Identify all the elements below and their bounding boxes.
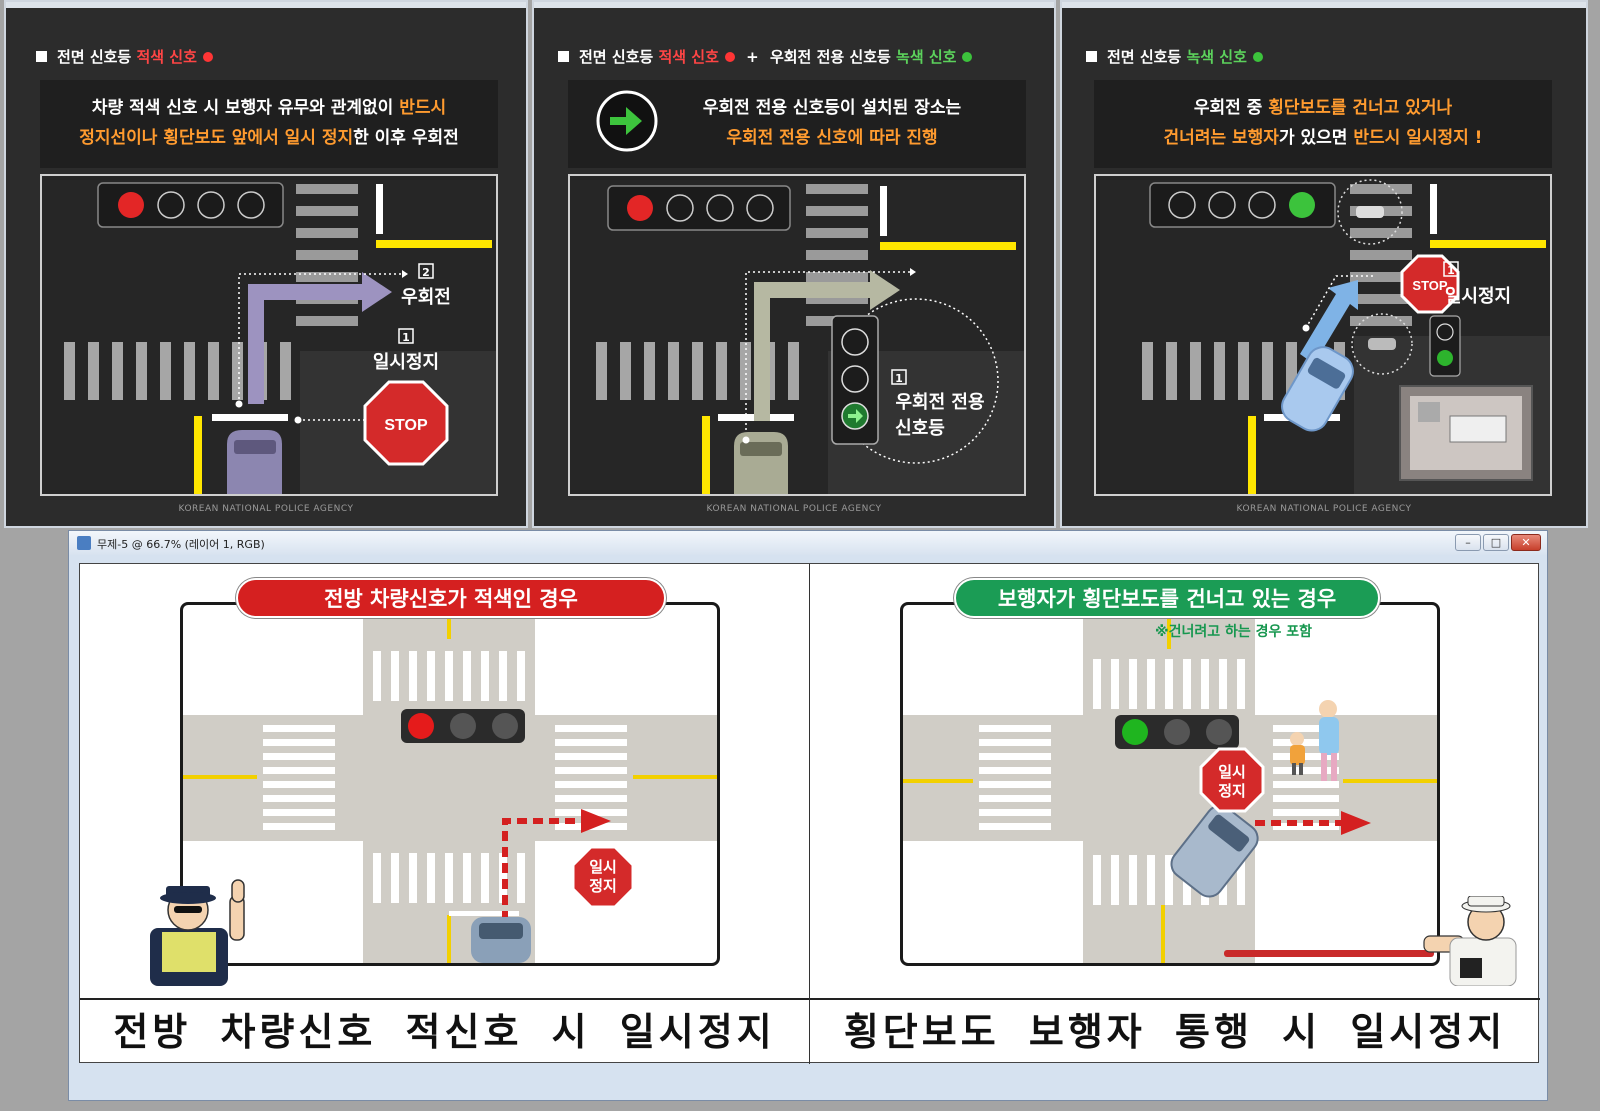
red-dot-icon bbox=[202, 52, 213, 62]
svg-text:일시: 일시 bbox=[589, 858, 617, 876]
intersection-frame: 일시 정지 bbox=[900, 602, 1440, 966]
window-caption: 무제-5 @ 66.7% (레이어 1, RGB) bbox=[97, 538, 265, 551]
panel-header: 전면 신호등 적색 신호 bbox=[36, 46, 213, 67]
diagram-svg: STOP 2 우회전 1 일시정지 bbox=[64, 182, 496, 494]
svg-text:일시: 일시 bbox=[1218, 763, 1246, 781]
agency-label: KOREAN NATIONAL POLICE AGENCY bbox=[178, 504, 354, 514]
green-dot-icon bbox=[1252, 52, 1263, 62]
minimize-button[interactable]: – bbox=[1455, 534, 1481, 551]
document-canvas[interactable]: 일시 정지 전방 차량신호가 적색인 경우 전방 차량신호 적신호 시 일 bbox=[79, 563, 1540, 1064]
diagram: 1 우회전 전용 신호등 bbox=[568, 174, 1026, 496]
diagram-svg: STOP 1 일시정지 bbox=[1142, 179, 1550, 494]
svg-text:2: 2 bbox=[422, 266, 430, 279]
agency-label: KOREAN NATIONAL POLICE AGENCY bbox=[706, 504, 882, 514]
caption-right: 횡단보도 보행자 통행 시 일시정지 bbox=[810, 998, 1540, 1064]
intersection-svg: 일시 정지 bbox=[903, 605, 1437, 963]
bullet-square-icon bbox=[36, 51, 47, 62]
svg-text:일시정지: 일시정지 bbox=[373, 352, 439, 373]
svg-text:우회전: 우회전 bbox=[401, 287, 451, 308]
window-chrome bbox=[6, 2, 526, 8]
police-officer-illustration bbox=[1224, 896, 1517, 986]
diagram-svg: 1 우회전 전용 신호등 bbox=[596, 184, 1024, 494]
image-editor-window: 무제-5 @ 66.7% (레이어 1, RGB) – □ ✕ bbox=[68, 530, 1548, 1101]
svg-text:우회전 전용: 우회전 전용 bbox=[895, 392, 984, 413]
svg-text:신호등: 신호등 bbox=[895, 418, 945, 439]
panel-header: 전면 신호등 녹색 신호 bbox=[1086, 46, 1263, 67]
panel-header: 전면 신호등 적색 신호 + 우회전 전용 신호등 녹색 신호 bbox=[558, 46, 973, 67]
svg-text:일시정지: 일시정지 bbox=[1445, 286, 1511, 307]
close-button[interactable]: ✕ bbox=[1511, 534, 1541, 551]
panel-green-signal: 전면 신호등 녹색 신호 우회전 중 횡단보도를 건너고 있거나 건너려는 보행… bbox=[1060, 0, 1588, 528]
banner-note: ※건너려고 하는 경우 포함 bbox=[1155, 624, 1313, 640]
svg-text:정지: 정지 bbox=[1218, 782, 1246, 800]
panel-right-turn-signal: 전면 신호등 적색 신호 + 우회전 전용 신호등 녹색 신호 우회전 전용 신… bbox=[532, 0, 1056, 528]
green-dot-icon bbox=[962, 52, 973, 62]
description-box: 우회전 중 횡단보도를 건너고 있거나 건너려는 보행자가 있으면 반드시 일시… bbox=[1094, 80, 1552, 168]
svg-text:STOP: STOP bbox=[1412, 278, 1447, 293]
left-illustration: 일시 정지 전방 차량신호가 적색인 경우 전방 차량신호 적신호 시 일 bbox=[80, 564, 810, 1064]
window-controls: – □ ✕ bbox=[1455, 534, 1541, 551]
intersection-frame: 일시 정지 bbox=[180, 602, 720, 966]
scenario-banner: 전방 차량신호가 적색인 경우 bbox=[236, 578, 666, 618]
window-chrome bbox=[1062, 2, 1586, 8]
diagram: STOP 2 우회전 1 일시정지 bbox=[40, 174, 498, 496]
right-arrow-signal-icon bbox=[596, 90, 658, 152]
svg-text:1: 1 bbox=[895, 372, 903, 385]
svg-text:1: 1 bbox=[402, 331, 410, 344]
police-officer-illustration bbox=[150, 879, 245, 986]
diagram: STOP 1 일시정지 bbox=[1094, 174, 1552, 496]
app-icon bbox=[77, 536, 91, 550]
right-illustration: 일시 정지 보행자가 횡단보도를 건너고 있는 경우 ※건너려고 하는 경우 포… bbox=[810, 564, 1540, 1064]
window-chrome bbox=[534, 2, 1054, 8]
caption-left: 전방 차량신호 적신호 시 일시정지 bbox=[80, 998, 809, 1064]
intersection-svg: 일시 정지 bbox=[183, 605, 717, 963]
bullet-square-icon bbox=[1086, 51, 1097, 62]
svg-text:1: 1 bbox=[1447, 264, 1455, 277]
window-titlebar[interactable]: 무제-5 @ 66.7% (레이어 1, RGB) – □ ✕ bbox=[69, 531, 1547, 555]
panel-red-signal: 전면 신호등 적색 신호 차량 적색 신호 시 보행자 유무와 관계없이 반드시… bbox=[4, 0, 528, 528]
bullet-square-icon bbox=[558, 51, 569, 62]
svg-text:STOP: STOP bbox=[384, 417, 428, 434]
signal-label: 적색 신호 bbox=[136, 48, 197, 66]
maximize-button[interactable]: □ bbox=[1483, 534, 1509, 551]
scenario-banner: 보행자가 횡단보도를 건너고 있는 경우 bbox=[954, 578, 1380, 618]
red-dot-icon bbox=[724, 52, 735, 62]
svg-text:정지: 정지 bbox=[589, 877, 617, 895]
agency-label: KOREAN NATIONAL POLICE AGENCY bbox=[1236, 504, 1412, 514]
description-box: 차량 적색 신호 시 보행자 유무와 관계없이 반드시 정지선이나 횡단보도 앞… bbox=[40, 80, 498, 168]
